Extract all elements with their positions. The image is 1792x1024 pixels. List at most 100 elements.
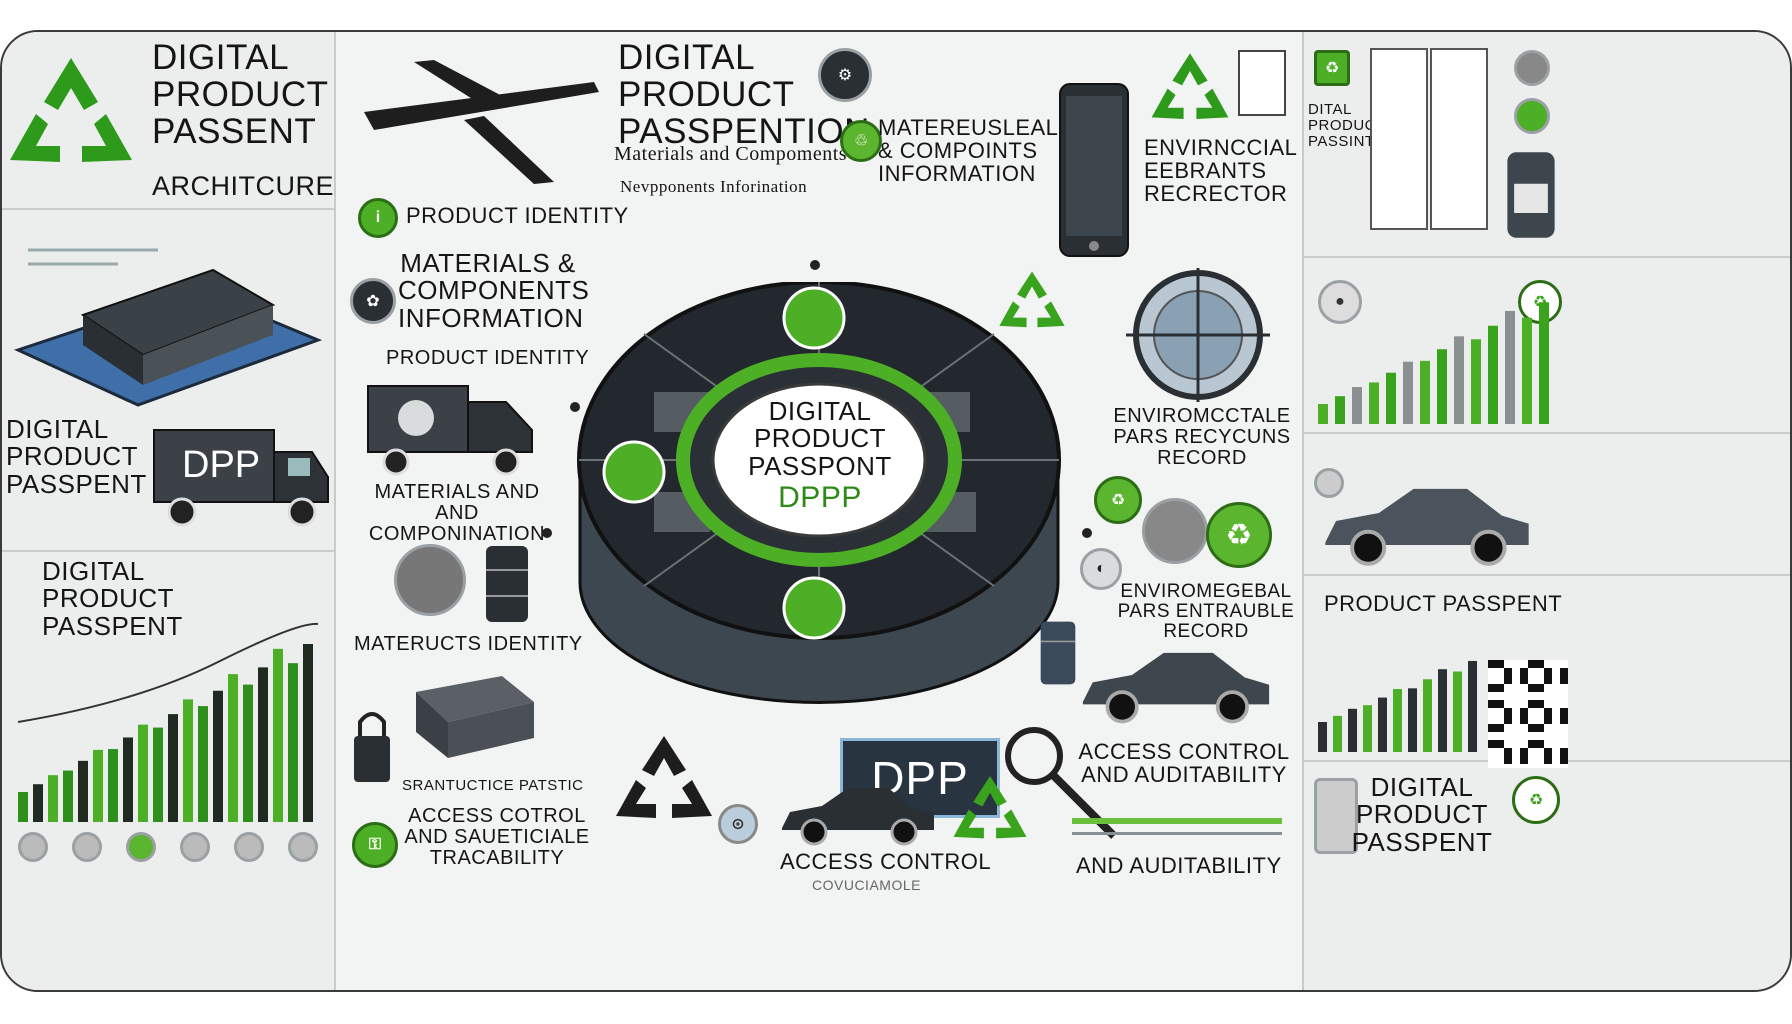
qr-code-icon [1488, 660, 1568, 768]
right-doc-label: DITAL PRODUCT PASSINT [1308, 101, 1386, 150]
left-chart-title: DIGITAL PRODUCT PASSPENT [42, 556, 183, 641]
access-trace-icon: ⚿ [352, 822, 398, 868]
environ-label-3: ENVIROMEGEBAL PARS ENTRAUBLE RECORD [1117, 581, 1295, 642]
bar [78, 760, 88, 822]
materials-components-right: MATEREUSLEAL & COMPOINTS INFORMATION [878, 115, 1058, 187]
phone-icon [1059, 83, 1129, 257]
barrel-icon [1507, 152, 1555, 238]
barrel-icon [1040, 621, 1076, 685]
left-subtitle: ARCHITCURE [152, 171, 335, 201]
hub-title: DIGITAL PRODUCT PASSPONT [748, 396, 892, 481]
recycle-icon [999, 271, 1065, 328]
center-left-sub-1: Materials and Compoments [614, 143, 848, 165]
bar [48, 775, 58, 822]
recycle-icon [953, 776, 1027, 839]
recycle-icon [1151, 53, 1229, 119]
bar [1318, 404, 1328, 424]
bar [153, 727, 163, 822]
bar [273, 648, 283, 822]
access-control-label: ACCESS CONTROL [780, 849, 992, 874]
badge-icon [234, 832, 264, 862]
bar [1408, 688, 1417, 752]
recycle-badge-icon: ♻ [1314, 50, 1350, 86]
left-mid-label: DIGITAL PRODUCT PASSPENT [6, 414, 147, 499]
badge-icon [18, 832, 48, 862]
dpp-hub-diagram [577, 282, 1061, 704]
bar [1454, 336, 1464, 424]
bar [168, 714, 178, 822]
access-control-small: COVUCIAMOLE [812, 877, 921, 893]
bar [183, 699, 193, 822]
center-left-title: DIGITAL PRODUCT PASSPENTION [618, 38, 870, 151]
bar [1403, 361, 1413, 424]
gauge-icon [1514, 98, 1550, 134]
access-trace-label: ACCESS COTROL AND SAUETICIALE TRACABILIT… [404, 805, 590, 869]
car-icon [1325, 488, 1529, 566]
globe-target-icon [1126, 268, 1270, 402]
emblem-icon: ⚙ [818, 48, 872, 102]
bar [1488, 325, 1498, 424]
sensor-icon [394, 544, 466, 616]
bar [1420, 360, 1430, 424]
environ-label-2: ENVIROMCCTALE PARS RECYCUNS RECORD [1113, 405, 1291, 469]
recycle-badge-icon: ♻ [1512, 776, 1560, 824]
bar [1386, 372, 1396, 424]
van-icon [367, 385, 533, 476]
bar [213, 690, 223, 822]
bar [1438, 669, 1447, 752]
bar [198, 706, 208, 822]
bar [1539, 302, 1549, 424]
bar [303, 644, 313, 822]
document-icon [1238, 50, 1286, 116]
badge-icon [288, 832, 318, 862]
product-identity-icon: i [358, 198, 398, 238]
and-audit-label: AND AUDITABILITY [1076, 853, 1282, 878]
pin-icon [1314, 468, 1344, 498]
info-icon: ♲ [840, 120, 882, 162]
pin-icon: ● [1318, 280, 1362, 324]
bar [1505, 310, 1515, 424]
gauge-icon: ◐ [1080, 548, 1122, 590]
bar [1333, 715, 1342, 752]
materials-and-label: MATERIALS AND AND COMPONINATION [368, 481, 546, 545]
bar [1352, 387, 1362, 424]
container-icon [416, 676, 534, 758]
spec-sheet [1370, 48, 1428, 230]
center-left-sub-2: Nevpponents Inforination [620, 177, 808, 196]
product-identity-label-2: PRODUCT IDENTITY [386, 347, 590, 369]
bar [1369, 382, 1379, 424]
bar [243, 684, 253, 822]
barrel-icon [486, 546, 528, 622]
badge-icon [72, 832, 102, 862]
environ-label-1: ENVIRNCCIAL EEBRANTS RECRECTOR [1144, 135, 1297, 207]
hub-subtitle: DPPP [778, 481, 862, 514]
bar [33, 784, 43, 822]
materials-components-block: MATERIALS & COMPONENTS INFORMATION [398, 248, 590, 333]
bar [1471, 339, 1481, 424]
mesh-icon [1142, 498, 1208, 564]
gauge-icon [1514, 50, 1550, 86]
audit-icon: ⊙ [718, 804, 758, 844]
badge-icon [126, 832, 156, 862]
bar [108, 749, 118, 822]
bar [1453, 671, 1462, 752]
access-audit-label: ACCESS CONTROL AND AUDITABILITY [1078, 739, 1290, 788]
bar [18, 792, 28, 822]
bar [138, 724, 148, 822]
product-passport-label: PRODUCT PASSPENT [1324, 591, 1563, 616]
truck-icon [153, 429, 329, 527]
spec-sheet [1430, 48, 1488, 230]
truck-badge: DPP [182, 444, 261, 486]
bottom-small-label: SRANTUCTICE PATSTIC [402, 777, 584, 794]
right-bar-chart-small [1318, 660, 1477, 752]
bar [258, 667, 268, 822]
left-title: DIGITAL PRODUCT PASSENT [152, 38, 328, 151]
bar [1468, 660, 1477, 752]
left-icon-row [18, 832, 318, 862]
growth-bar-chart [18, 622, 319, 822]
bar [1437, 349, 1447, 424]
bar [228, 674, 238, 822]
product-identity-label: PRODUCT IDENTITY [406, 203, 629, 228]
green-bar-chart [1318, 302, 1549, 424]
lock-icon [354, 712, 390, 782]
